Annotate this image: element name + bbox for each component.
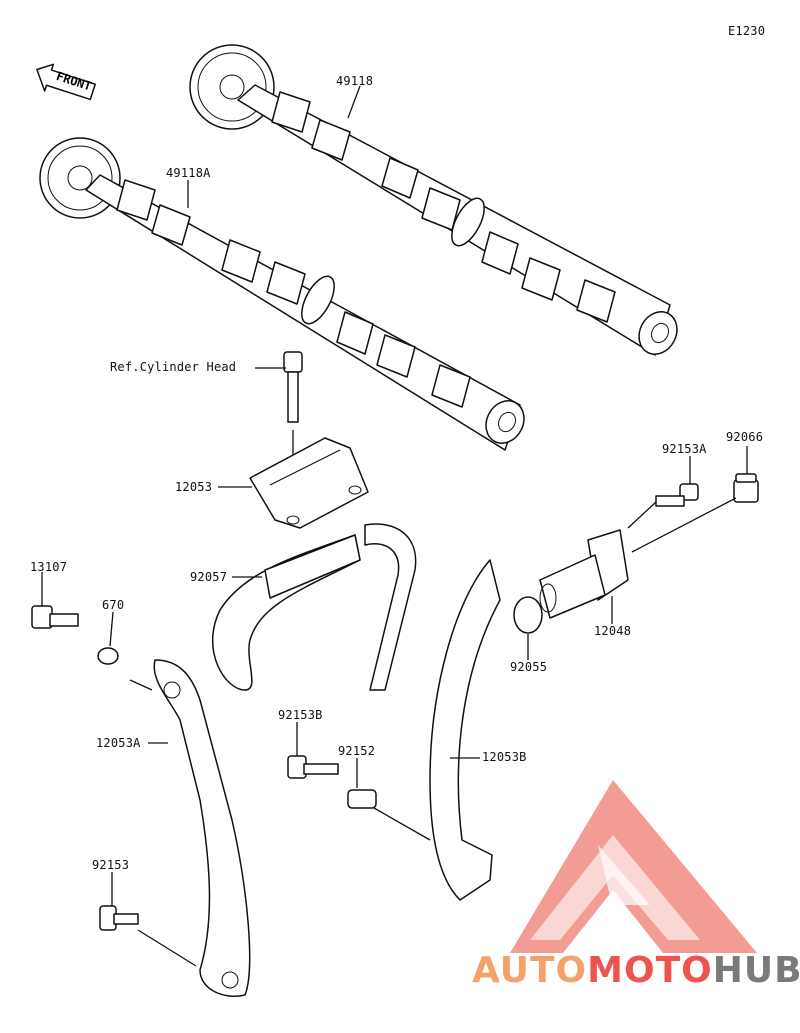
oring-92055 <box>513 596 543 634</box>
bracket-12053 <box>249 437 369 529</box>
watermark-logo-triangle <box>510 780 757 953</box>
cam-chain <box>211 523 417 691</box>
camshaft-upper <box>189 44 678 356</box>
oring-670 <box>97 647 119 665</box>
chain-guide-b <box>429 559 501 901</box>
part-label-92153: 92153 <box>92 858 130 872</box>
part-label-92152: 92152 <box>338 744 376 758</box>
part-label-92055: 92055 <box>510 660 548 674</box>
part-label-92153a: 92153A <box>662 442 707 456</box>
part-label-92153b: 92153B <box>278 708 323 722</box>
bolt-13107 <box>31 605 79 629</box>
part-label-670: 670 <box>102 598 125 612</box>
part-label-49118: 49118 <box>336 74 374 88</box>
part-label-92066: 92066 <box>726 430 764 444</box>
chain-guide-a <box>153 659 251 997</box>
part-label-12053b: 12053B <box>482 750 527 764</box>
bracket-bolt <box>283 351 303 520</box>
part-label-49118a: 49118A <box>166 166 211 180</box>
watermark-brand: AUTOMOTOHUB <box>472 950 800 991</box>
collar-92152 <box>347 789 377 809</box>
ref-cylinder-head-label: Ref.Cylinder Head <box>110 360 237 374</box>
watermark-auto: AUTO <box>472 950 588 991</box>
front-arrow-icon <box>36 63 96 101</box>
tensioner-12048 <box>539 529 629 619</box>
plug-92066 <box>733 473 759 503</box>
watermark-hub: HUB <box>712 950 800 991</box>
part-label-12053a: 12053A <box>96 736 141 750</box>
part-label-12048: 12048 <box>594 624 632 638</box>
camshaft-lower <box>39 137 525 451</box>
bolt-92153b <box>287 755 339 779</box>
part-label-92057: 92057 <box>190 570 228 584</box>
bolt-92153 <box>99 905 139 931</box>
part-label-13107: 13107 <box>30 560 68 574</box>
watermark-moto: MOTO <box>587 950 713 991</box>
bolt-92153a <box>655 483 699 507</box>
leader-lines <box>41 85 748 967</box>
diagram-code: E1230 <box>728 24 766 38</box>
part-label-12053: 12053 <box>175 480 213 494</box>
